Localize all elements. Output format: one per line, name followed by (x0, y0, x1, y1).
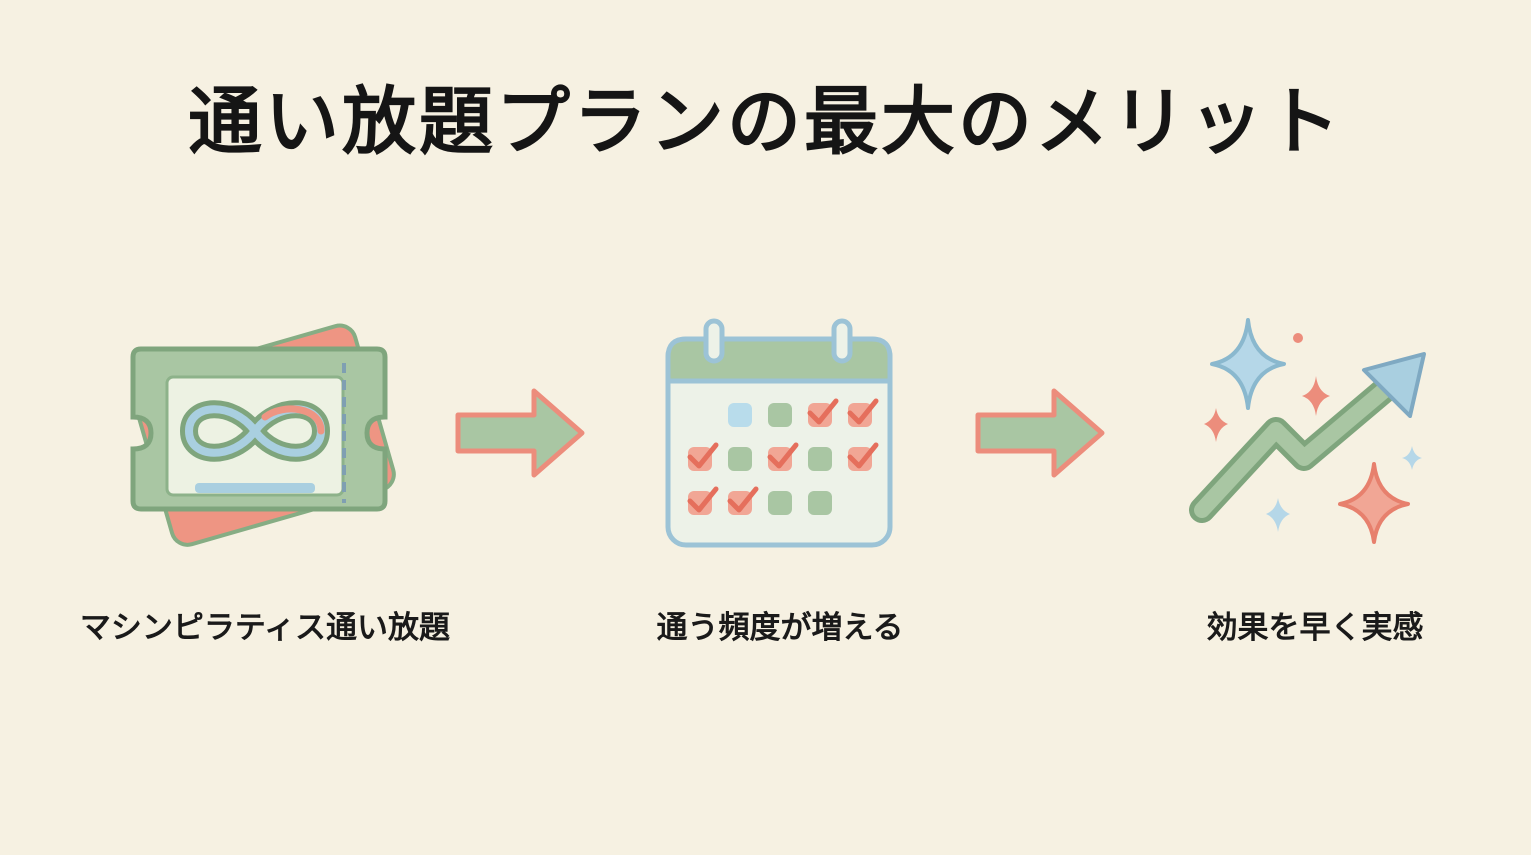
arrow-right-icon (975, 388, 1105, 478)
growth-sparkle-icon (1189, 318, 1426, 544)
unlimited-ticket-icon (130, 323, 396, 547)
page-title: 通い放題プランの最大のメリット (188, 79, 1343, 165)
step-label-frequency: 通う頻度が増える (656, 610, 904, 646)
step-label-results: 効果を早く実感 (1206, 610, 1424, 646)
step-label-unlimited: マシンピラティス通い放題 (79, 610, 451, 646)
calendar-check-icon (665, 318, 893, 548)
arrow-right-icon (455, 388, 585, 478)
